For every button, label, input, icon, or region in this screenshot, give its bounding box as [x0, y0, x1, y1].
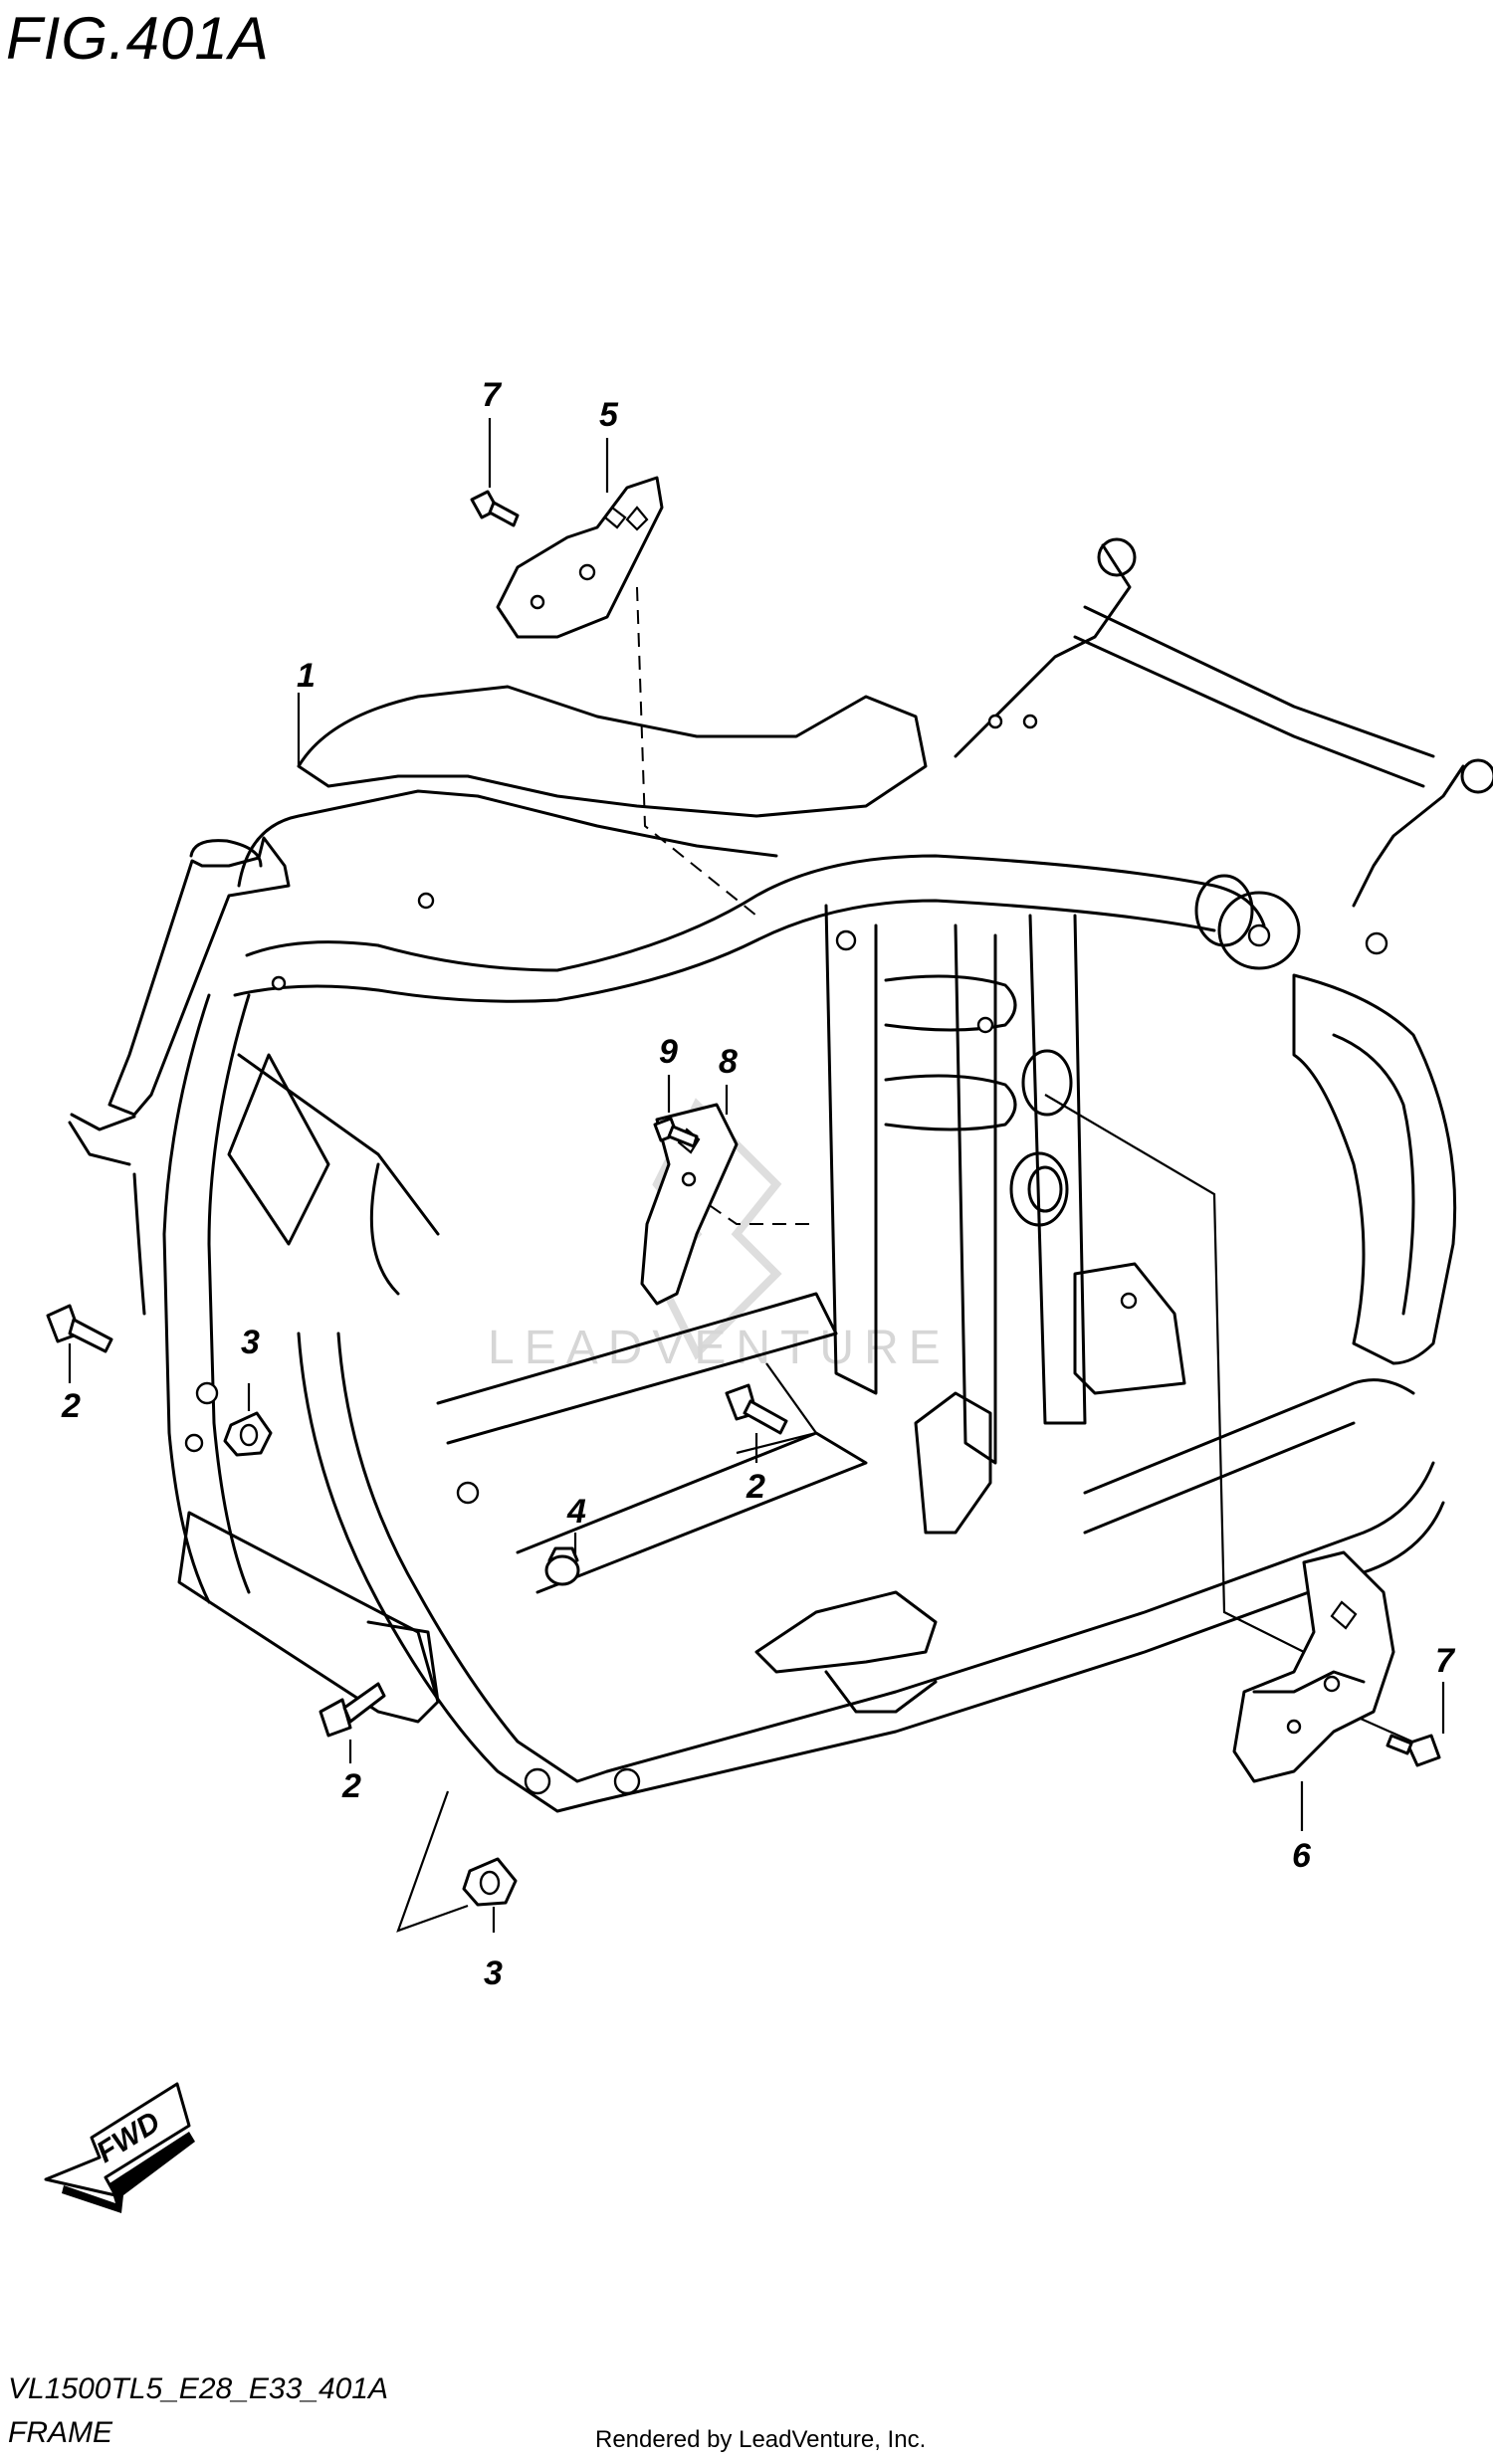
main-frame — [68, 537, 1493, 1813]
bolt-part-7-top — [470, 490, 520, 527]
bracket-part-5 — [496, 476, 664, 639]
model-code: VL1500TL5_E28_E33_401A — [8, 2372, 389, 2405]
callout-6: 6 — [1292, 1837, 1312, 1875]
bolt-part-2-lower — [319, 1682, 386, 1738]
render-credit: Rendered by LeadVenture, Inc. — [595, 2426, 927, 2453]
nut-part-3-lower — [462, 1857, 518, 1907]
callout-9: 9 — [659, 1033, 678, 1071]
bracket-part-6 — [1232, 1550, 1395, 1783]
section-name: FRAME — [8, 2416, 112, 2449]
plug-part-4 — [544, 1546, 580, 1586]
nut-part-3-upper — [223, 1411, 273, 1457]
callout-2-center: 2 — [746, 1468, 765, 1506]
callout-7-top: 7 — [482, 376, 503, 414]
callout-2-lower: 2 — [341, 1767, 361, 1805]
figure-title: FIG.401A — [6, 5, 270, 72]
fwd-direction-arrow: FWD — [44, 2082, 195, 2213]
callout-7-right: 7 — [1435, 1642, 1456, 1680]
callout-3-lower: 3 — [484, 1954, 503, 1992]
callout-3-upper: 3 — [241, 1324, 260, 1361]
bolt-part-9 — [653, 1117, 699, 1148]
callout-leaders — [68, 418, 1445, 1933]
bolt-part-2-center — [725, 1383, 788, 1435]
bolt-part-7-right — [1386, 1734, 1441, 1767]
callout-1: 1 — [297, 657, 316, 695]
callout-5: 5 — [599, 396, 619, 434]
bolt-part-2-left — [46, 1304, 113, 1353]
callout-4: 4 — [566, 1493, 586, 1531]
callout-8: 8 — [719, 1043, 738, 1081]
callout-2-left: 2 — [61, 1387, 81, 1425]
